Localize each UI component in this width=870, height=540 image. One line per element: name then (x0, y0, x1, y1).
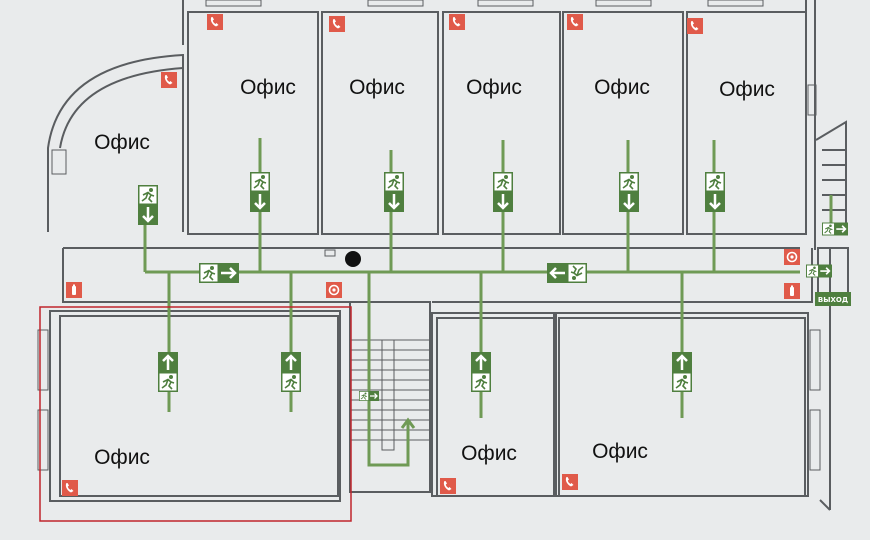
corridor-marker (324, 249, 336, 257)
office-label: Офис (466, 76, 522, 99)
fire-alarm-icon (784, 249, 800, 265)
office-label: Офис (592, 440, 648, 463)
fire-phone-icon (207, 14, 223, 30)
room-labels: Офис Офис Офис Офис Офис Офис Офис Офис … (94, 76, 775, 469)
fire-phone-icon (440, 478, 456, 494)
fire-phone-icon (687, 18, 703, 34)
office-label: Офис (349, 76, 405, 99)
fire-extinguisher-icon (784, 283, 800, 299)
fire-phone-icon (562, 474, 578, 490)
fire-phone-icon (567, 14, 583, 30)
office-label: Офис (94, 446, 150, 469)
office-label: Офис (594, 76, 650, 99)
office-label: Офис (719, 78, 775, 101)
windows (37, 0, 821, 471)
fire-phone-icon (62, 480, 78, 496)
fire-extinguisher-icon (66, 282, 82, 298)
office-label: Офис (461, 442, 517, 465)
fire-alarm-icon (326, 282, 342, 298)
exit-sign (815, 292, 851, 306)
evacuation-signs (138, 172, 848, 403)
exit-sign-text: ВЫХОД (818, 296, 848, 304)
location-marker (345, 251, 361, 267)
building-walls (47, 0, 849, 511)
highlight-frame (39, 306, 352, 522)
fire-phone-icon (161, 72, 177, 88)
fire-phone-icon (449, 14, 465, 30)
fire-phone-icon (329, 16, 345, 32)
office-label: Офис (240, 76, 296, 99)
office-label: Офис (94, 131, 150, 154)
